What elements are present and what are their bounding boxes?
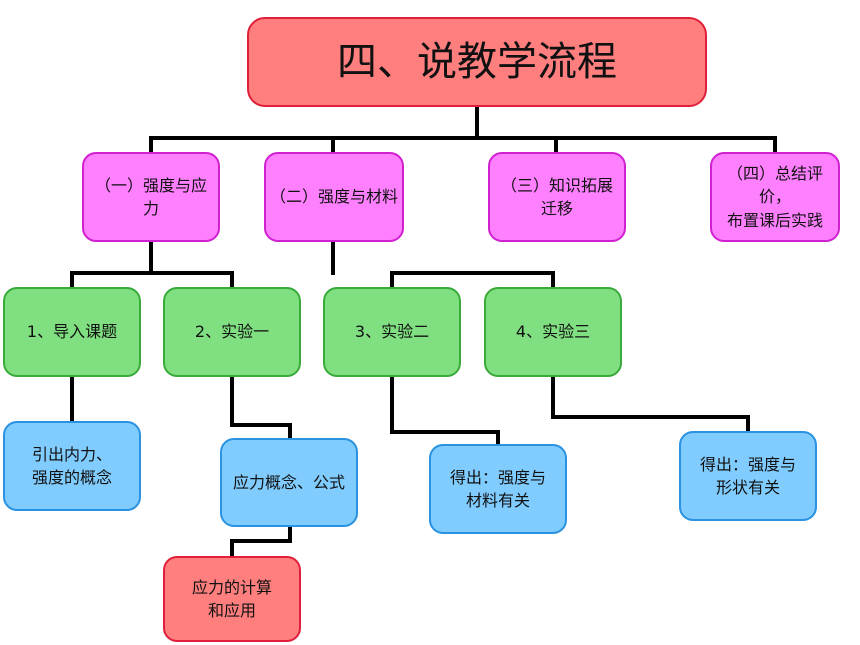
section-4-node: （四）总结评价， 布置课后实践 [710, 152, 840, 242]
section-3-node: （三）知识拓展迁移 [488, 152, 626, 242]
result-1-node: 引出内力、 强度的概念 [3, 421, 141, 511]
section-1-node: （一）强度与应力 [82, 152, 220, 242]
result-4-node: 得出：强度与 形状有关 [679, 431, 817, 521]
result-3-node: 得出：强度与 材料有关 [429, 444, 567, 534]
step-3-node: 3、实验二 [323, 287, 461, 377]
step-4-node: 4、实验三 [484, 287, 622, 377]
diagram-title: 四、说教学流程 [247, 17, 707, 107]
step-1-node: 1、导入课题 [3, 287, 141, 377]
final-node: 应力的计算 和应用 [163, 556, 301, 642]
section-2-node: （二）强度与材料 [264, 152, 404, 242]
result-2-node: 应力概念、公式 [220, 438, 358, 527]
step-2-node: 2、实验一 [163, 287, 301, 377]
